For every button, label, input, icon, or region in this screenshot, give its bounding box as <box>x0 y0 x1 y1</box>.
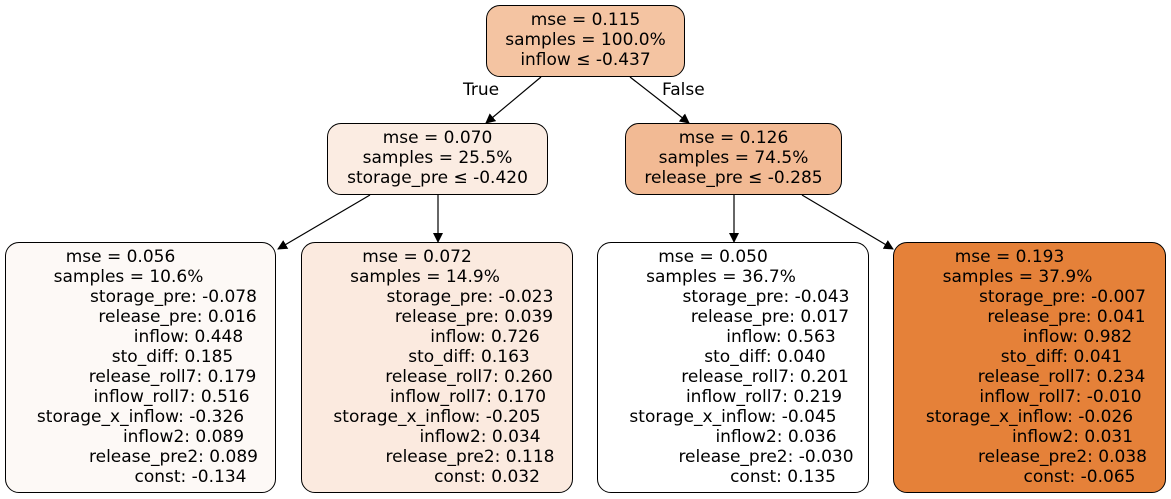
coef-release-roll7: release_roll7: 0.201 <box>681 367 849 387</box>
coef-release-pre2: release_pre2: 0.089 <box>89 447 258 467</box>
leaf-node-4: mse = 0.193 samples = 37.9% storage_pre:… <box>893 242 1166 493</box>
coef-release-pre2: release_pre2: -0.030 <box>678 447 854 467</box>
node-samples: samples = 25.5% <box>362 148 513 168</box>
root-node: mse = 0.115 samples = 100.0% inflow ≤ -0… <box>486 5 685 77</box>
coef-inflow2: inflow2: 0.089 <box>122 427 245 447</box>
edge-right-leaf4 <box>801 194 894 250</box>
coef-storage-x-inflow: storage_x_inflow: -0.045 <box>629 407 837 427</box>
coef-inflow-roll7: inflow_roll7: 0.170 <box>389 387 547 407</box>
coef-release-pre2: release_pre2: 0.038 <box>978 447 1147 467</box>
coef-sto-diff: sto_diff: 0.163 <box>408 347 530 367</box>
edge-left-leaf1 <box>277 194 371 250</box>
coef-storage-pre: storage_pre: -0.078 <box>90 287 257 307</box>
coef-release-roll7: release_roll7: 0.234 <box>977 367 1146 387</box>
node-split-rule: storage_pre ≤ -0.420 <box>347 168 528 188</box>
node-mse: mse = 0.056 <box>65 247 176 267</box>
node-samples: samples = 36.7% <box>646 267 796 287</box>
coef-const: const: -0.065 <box>1023 467 1136 487</box>
coef-release-roll7: release_roll7: 0.260 <box>385 367 553 387</box>
coef-inflow-roll7: inflow_roll7: 0.516 <box>93 387 250 407</box>
coef-inflow2: inflow2: 0.031 <box>1011 427 1134 447</box>
node-samples: samples = 100.0% <box>505 30 666 50</box>
coef-inflow2: inflow2: 0.036 <box>715 427 837 447</box>
coef-inflow2: inflow2: 0.034 <box>419 427 541 447</box>
coef-storage-pre: storage_pre: -0.023 <box>386 287 554 307</box>
coef-storage-x-inflow: storage_x_inflow: -0.326 <box>36 407 245 427</box>
true-edge-label: True <box>463 80 500 100</box>
left-node: mse = 0.070 samples = 25.5% storage_pre … <box>327 123 548 195</box>
coef-release-pre: release_pre: 0.016 <box>98 307 257 327</box>
coef-release-pre: release_pre: 0.041 <box>987 307 1146 327</box>
coef-storage-pre: storage_pre: -0.043 <box>682 287 850 307</box>
coef-inflow: inflow: 0.982 <box>1022 327 1133 347</box>
node-samples: samples = 37.9% <box>942 267 1093 287</box>
node-mse: mse = 0.072 <box>362 247 472 267</box>
coef-inflow: inflow: 0.448 <box>133 327 244 347</box>
coef-inflow: inflow: 0.726 <box>430 327 540 347</box>
coef-const: const: -0.134 <box>134 467 247 487</box>
leaf-node-1: mse = 0.056 samples = 10.6% storage_pre:… <box>5 242 276 493</box>
node-split-rule: inflow ≤ -0.437 <box>520 50 651 70</box>
node-mse: mse = 0.193 <box>954 247 1065 267</box>
coef-sto-diff: sto_diff: 0.185 <box>111 347 234 367</box>
node-mse: mse = 0.070 <box>382 128 493 148</box>
coef-const: const: 0.032 <box>434 467 540 487</box>
leaf-node-2: mse = 0.072 samples = 14.9% storage_pre:… <box>301 242 573 493</box>
coef-release-pre: release_pre: 0.017 <box>690 307 850 327</box>
edge-root-right <box>629 76 690 124</box>
node-mse: mse = 0.115 <box>530 10 641 30</box>
node-samples: samples = 74.5% <box>658 148 809 168</box>
coef-sto-diff: sto_diff: 0.041 <box>1000 347 1123 367</box>
coef-release-pre: release_pre: 0.039 <box>394 307 554 327</box>
node-mse: mse = 0.126 <box>678 128 789 148</box>
coef-inflow-roll7: inflow_roll7: -0.010 <box>979 387 1142 407</box>
leaf-node-3: mse = 0.050 samples = 36.7% storage_pre:… <box>597 242 869 493</box>
coef-release-pre2: release_pre2: 0.118 <box>385 447 555 467</box>
coef-storage-x-inflow: storage_x_inflow: -0.026 <box>925 407 1134 427</box>
coef-storage-pre: storage_pre: -0.007 <box>979 287 1146 307</box>
edge-root-left <box>485 76 542 124</box>
coef-sto-diff: sto_diff: 0.040 <box>704 347 826 367</box>
coef-storage-x-inflow: storage_x_inflow: -0.205 <box>333 407 541 427</box>
false-edge-label: False <box>662 80 705 100</box>
node-samples: samples = 14.9% <box>350 267 500 287</box>
right-node: mse = 0.126 samples = 74.5% release_pre … <box>625 123 842 195</box>
coef-inflow-roll7: inflow_roll7: 0.219 <box>685 387 843 407</box>
coef-const: const: 0.135 <box>730 467 836 487</box>
coef-inflow: inflow: 0.563 <box>726 327 836 347</box>
node-mse: mse = 0.050 <box>658 247 768 267</box>
node-split-rule: release_pre ≤ -0.285 <box>644 168 823 188</box>
coef-release-roll7: release_roll7: 0.179 <box>88 367 257 387</box>
node-samples: samples = 10.6% <box>53 267 204 287</box>
